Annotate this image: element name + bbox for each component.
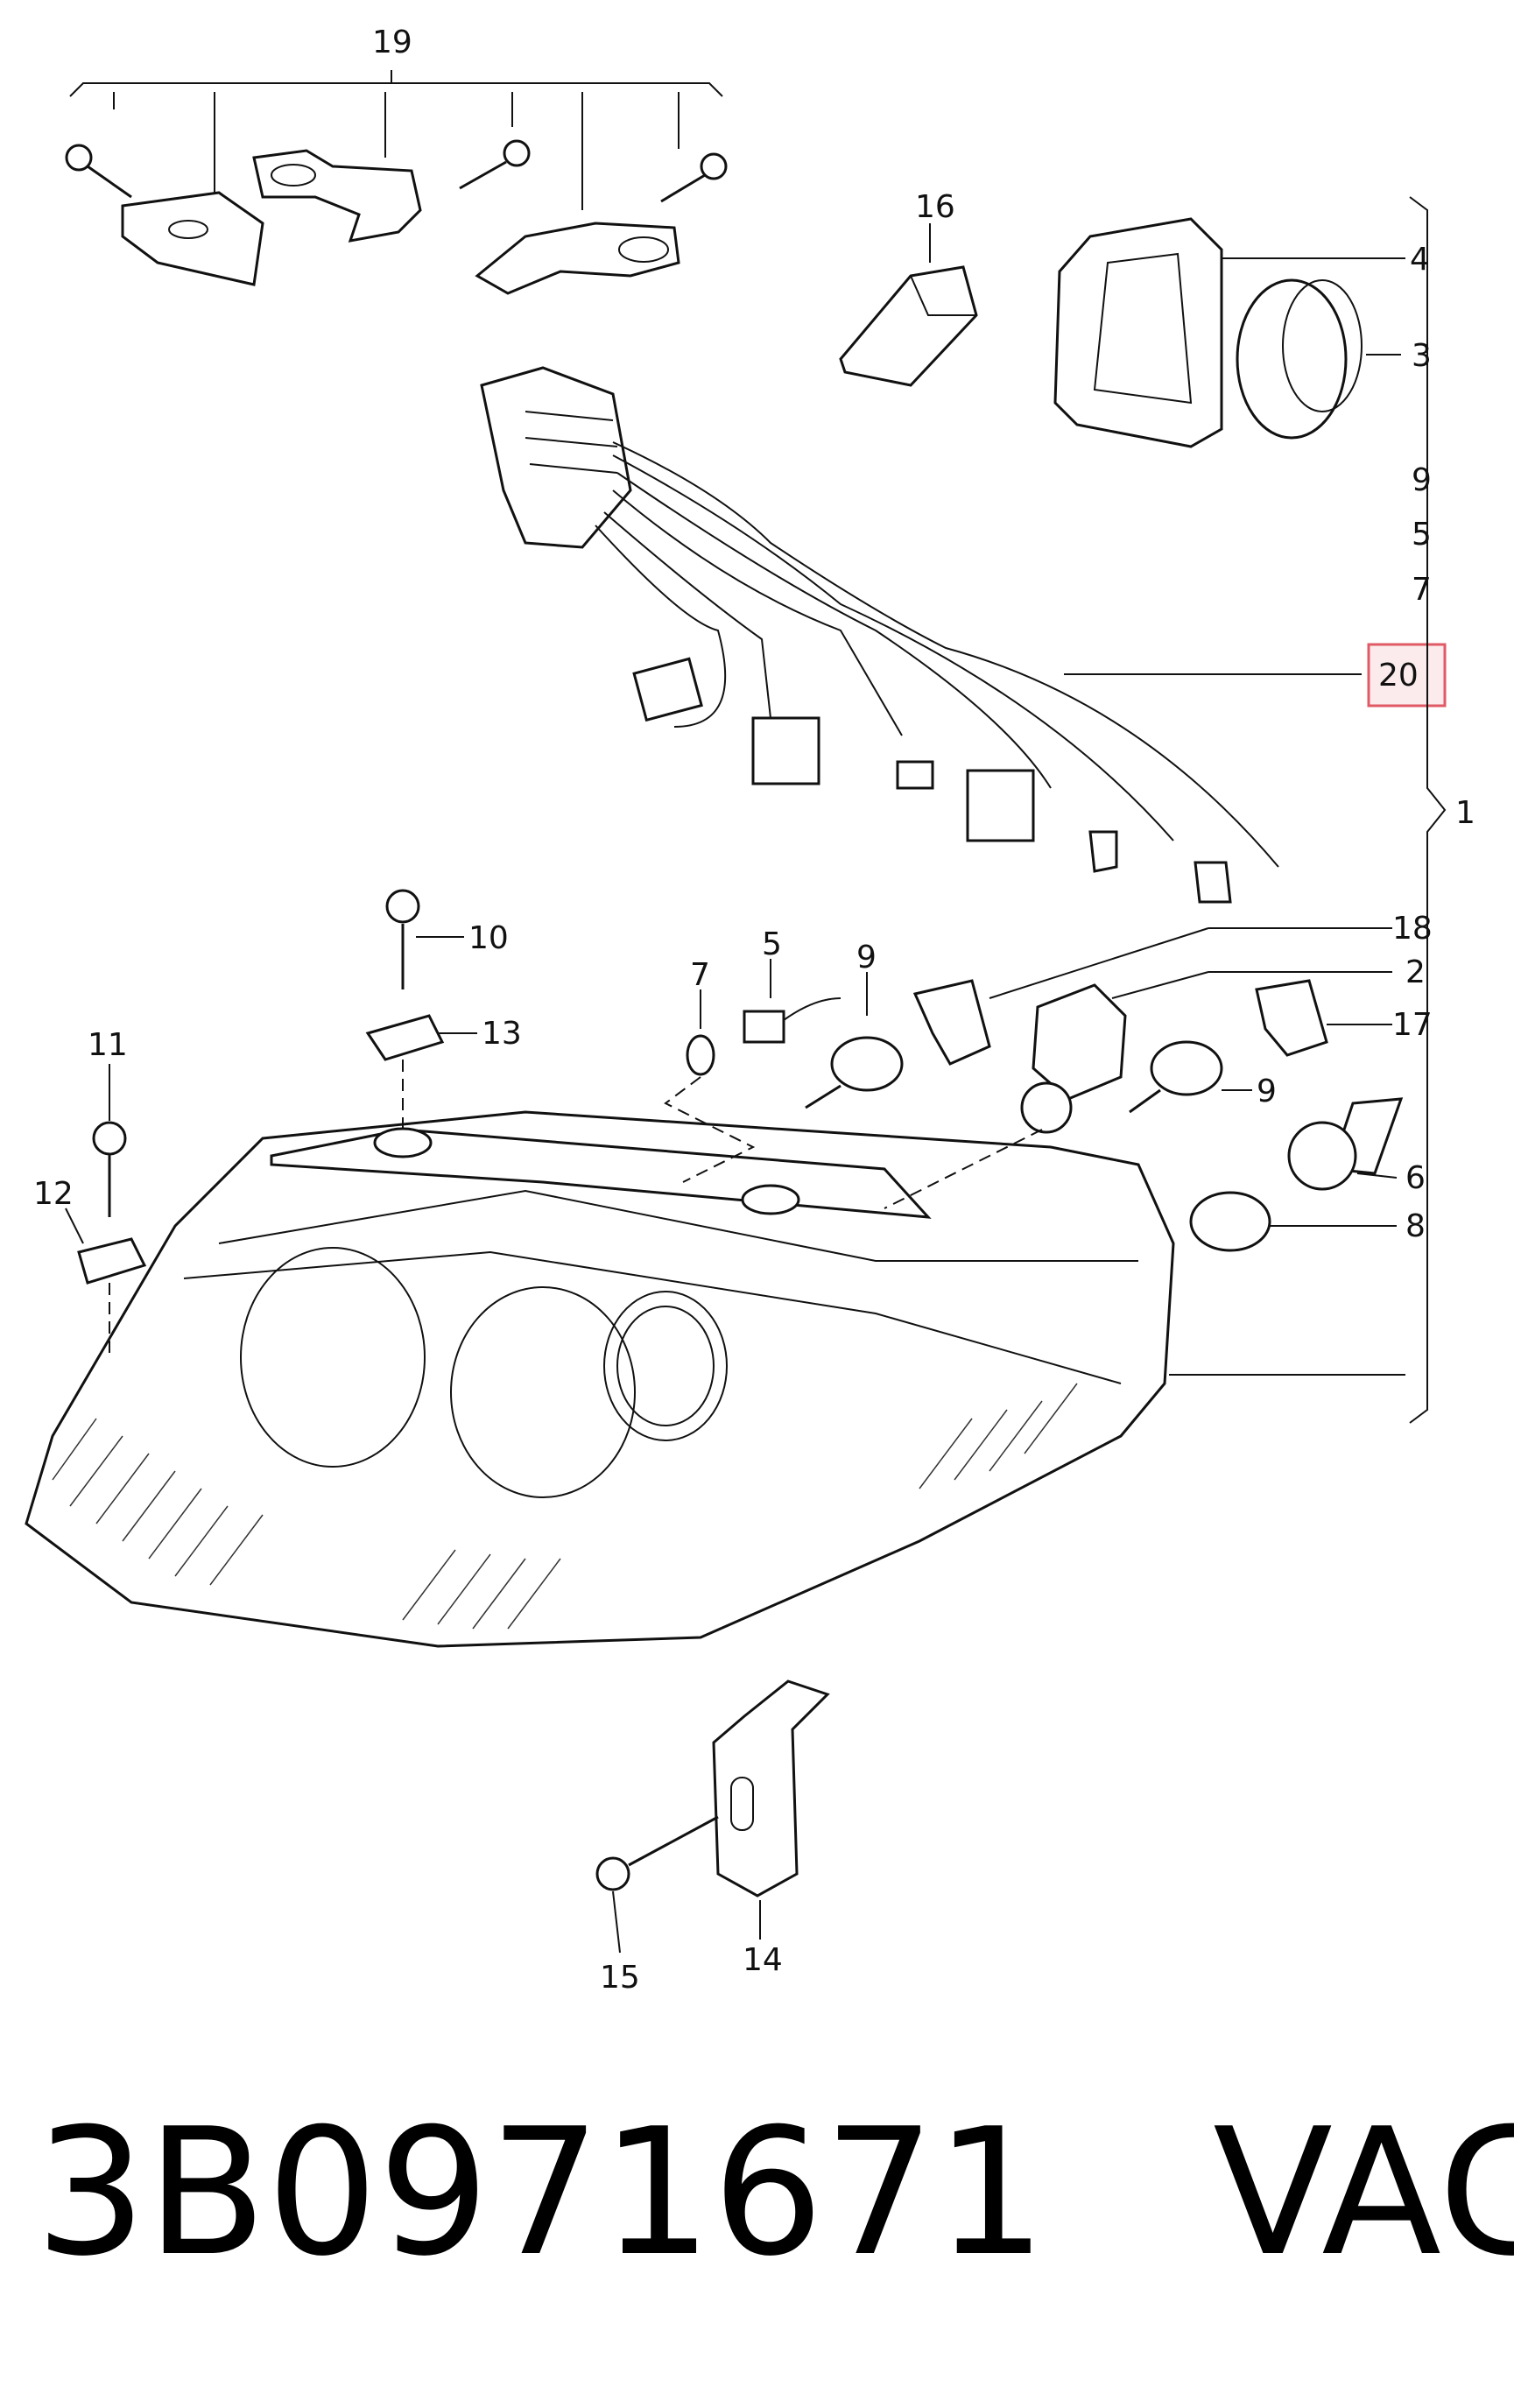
callout-5b: 5 — [762, 926, 782, 962]
bulbs-sockets — [65, 889, 1404, 1285]
callout-20-highlight — [1367, 643, 1447, 708]
callout-10: 10 — [468, 920, 509, 956]
connector-a — [632, 657, 703, 722]
callout-3: 3 — [1412, 338, 1432, 374]
callout-18: 18 — [1392, 911, 1433, 947]
callout-14: 14 — [743, 1942, 783, 1978]
callout-13: 13 — [482, 1016, 522, 1052]
callout-16: 16 — [915, 189, 955, 225]
cover-16 — [839, 223, 978, 387]
callout-4: 4 — [1410, 242, 1430, 278]
callout-17: 17 — [1392, 1007, 1433, 1043]
connector-c — [896, 760, 934, 790]
callout-2: 2 — [1405, 954, 1426, 990]
part-number: 3B0971671 — [35, 2091, 1047, 2295]
screw-19c — [660, 152, 728, 203]
cap-3 — [1236, 278, 1401, 440]
connector-d — [966, 769, 1035, 842]
callout-19: 19 — [372, 25, 412, 60]
callout-8: 8 — [1405, 1208, 1426, 1244]
callout-7a: 7 — [1412, 572, 1432, 608]
bracket-group-19 — [65, 70, 728, 295]
bracket-14-screw-15 — [595, 1679, 830, 1954]
brand-name: VAG — [1213, 2091, 1514, 2295]
connector-b — [751, 716, 820, 785]
screw-19b — [459, 139, 531, 190]
callout-9b: 9 — [856, 940, 877, 975]
screw-19a — [65, 144, 132, 199]
headlight-housing — [25, 1110, 1405, 1648]
wiring-harness-20 — [480, 366, 1362, 904]
callout-1: 1 — [1455, 795, 1475, 831]
brace-1 — [1409, 196, 1447, 1424]
callout-12: 12 — [33, 1176, 74, 1212]
callout-9a: 9 — [1412, 462, 1432, 498]
assembly-lines — [109, 1060, 1043, 1357]
callout-20: 20 — [1378, 658, 1419, 694]
callout-labels: 19 16 4 3 9 5 7 20 1 10 7 5 9 18 2 17 13… — [33, 25, 1475, 1996]
part-caption: 3B0971671 VAG — [35, 2084, 1514, 2303]
callout-11: 11 — [88, 1027, 128, 1063]
callout-9c: 9 — [1257, 1074, 1277, 1109]
callout-15: 15 — [600, 1960, 640, 1996]
callout-5a: 5 — [1412, 517, 1432, 553]
gasket-frame-4 — [1053, 217, 1405, 448]
callout-6: 6 — [1405, 1160, 1426, 1196]
callout-7b: 7 — [690, 957, 710, 993]
